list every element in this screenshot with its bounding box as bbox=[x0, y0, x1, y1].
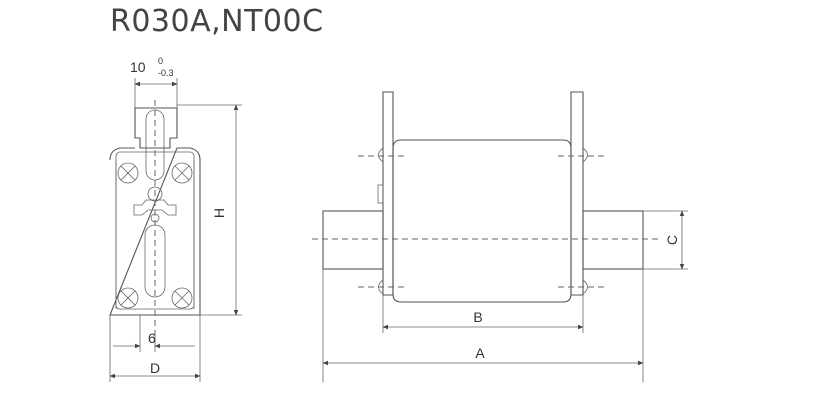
lower-slot bbox=[144, 224, 166, 298]
side-view bbox=[312, 91, 688, 382]
end-plate bbox=[109, 147, 201, 316]
indicator-circle bbox=[147, 186, 163, 202]
dim-top-width-label: 10 bbox=[130, 59, 146, 75]
dim-height-label: H bbox=[211, 208, 227, 218]
left-contact-blade bbox=[322, 210, 384, 270]
screw-bottom-right-icon bbox=[171, 287, 193, 309]
lug-tr bbox=[582, 147, 588, 163]
middle-clip bbox=[133, 199, 177, 216]
clip-pin bbox=[150, 213, 160, 223]
top-blade-tab bbox=[134, 107, 178, 149]
indicator-tab bbox=[377, 184, 384, 204]
right-bracket bbox=[570, 91, 584, 296]
dim-bottom-offset-label: 6 bbox=[148, 330, 156, 346]
screw-top-right-icon bbox=[171, 162, 193, 184]
dim-overall-length-label: A bbox=[475, 345, 485, 361]
dim-depth-label: D bbox=[150, 360, 160, 376]
lug-tl bbox=[378, 147, 384, 163]
dim-body-length-label: B bbox=[473, 309, 482, 325]
dim-contact-height-label: C bbox=[664, 235, 680, 245]
screw-top-left-icon bbox=[117, 162, 139, 184]
end-view bbox=[109, 78, 242, 382]
diagram-title: R030A,NT00C bbox=[110, 4, 324, 39]
dim-tol-lower-label: -0.3 bbox=[158, 68, 174, 78]
dim-tol-upper-label: 0 bbox=[158, 56, 163, 66]
screw-bottom-left-icon bbox=[117, 287, 139, 309]
fuse-body bbox=[392, 139, 572, 303]
right-contact-blade bbox=[582, 210, 644, 270]
lug-br bbox=[582, 279, 588, 295]
left-bracket bbox=[382, 91, 394, 296]
